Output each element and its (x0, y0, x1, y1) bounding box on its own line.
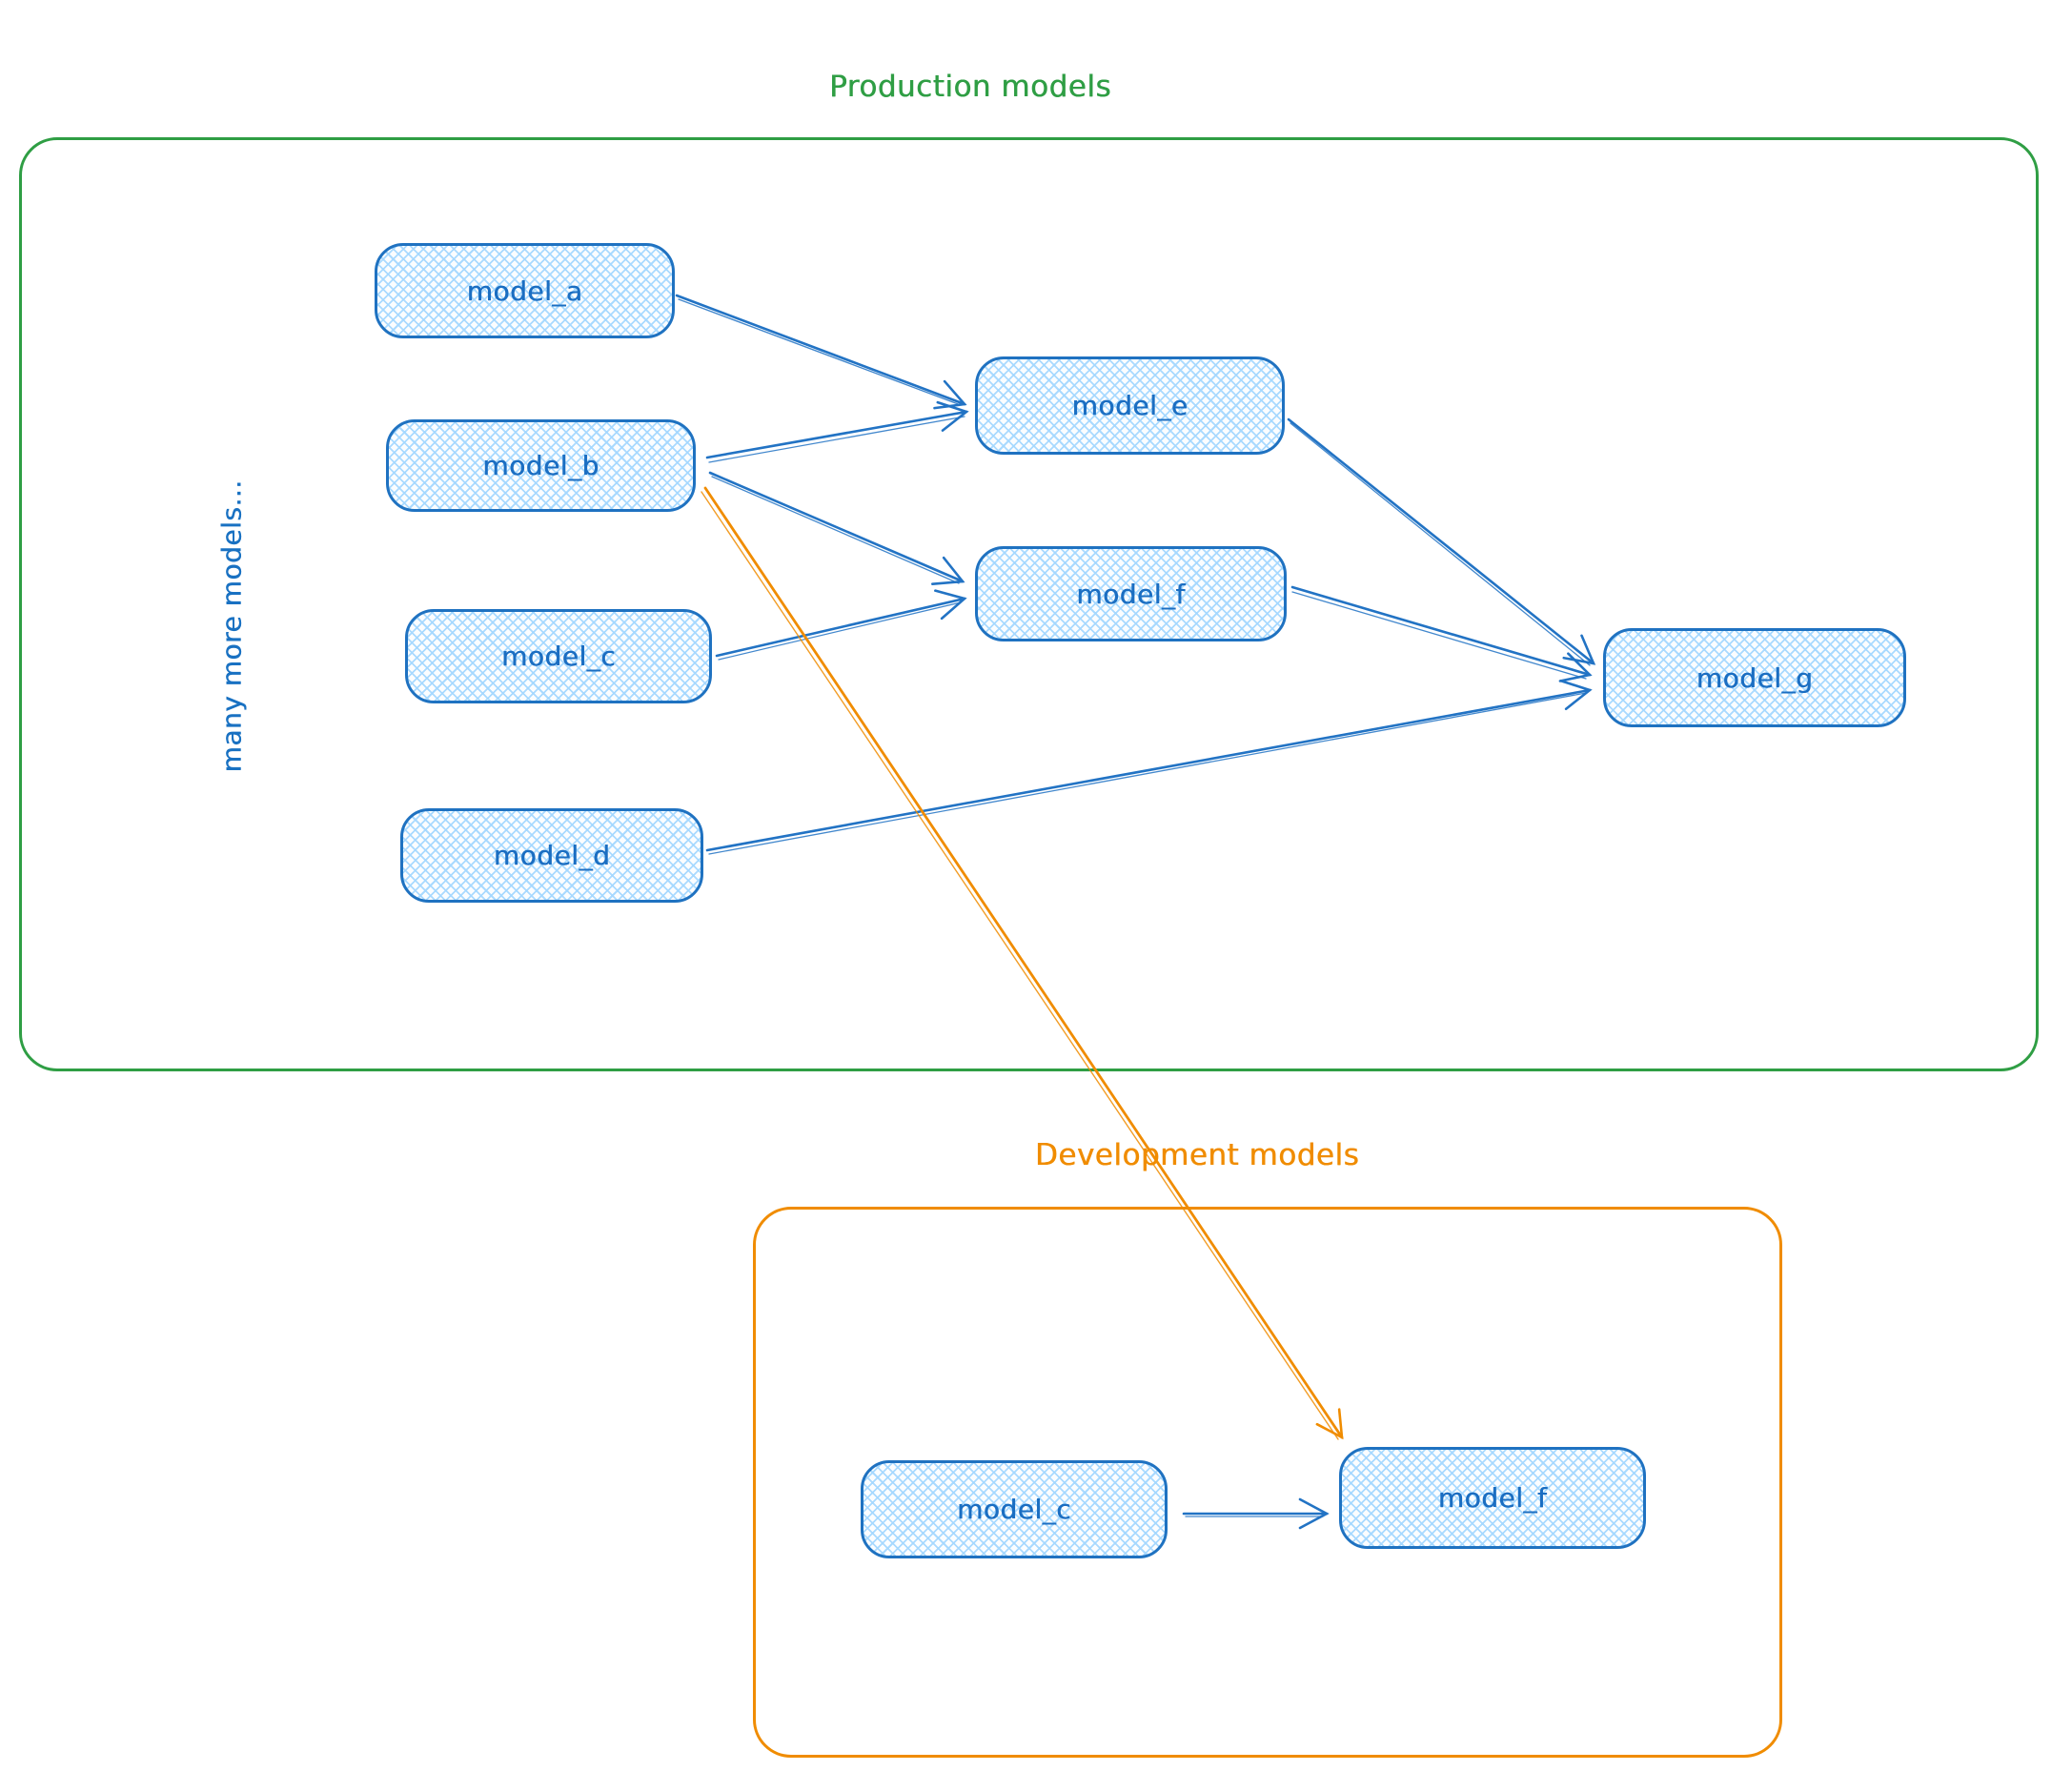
node-model-d-label: model_d (493, 840, 611, 871)
node-model-a: model_a (375, 243, 675, 338)
node-dev-model-f-label: model_f (1437, 1482, 1548, 1514)
node-model-c: model_c (405, 609, 712, 703)
node-model-g-label: model_g (1696, 662, 1814, 694)
node-model-b-label: model_b (482, 450, 599, 481)
development-title: Development models (1034, 1138, 1360, 1172)
node-model-g: model_g (1603, 628, 1906, 727)
many-more-models-label: many more models... (215, 479, 248, 773)
node-model-f-label: model_f (1076, 578, 1186, 610)
node-model-e-label: model_e (1071, 390, 1188, 421)
production-title: Production models (829, 70, 1111, 104)
node-model-d: model_d (400, 808, 703, 903)
node-model-a-label: model_a (466, 275, 583, 307)
node-dev-model-c-label: model_c (956, 1494, 1072, 1525)
node-model-e: model_e (975, 356, 1285, 455)
node-model-f: model_f (975, 546, 1287, 641)
node-dev-model-f: model_f (1339, 1447, 1646, 1549)
node-model-c-label: model_c (500, 641, 617, 672)
node-model-b: model_b (386, 419, 696, 512)
node-dev-model-c: model_c (861, 1460, 1168, 1558)
